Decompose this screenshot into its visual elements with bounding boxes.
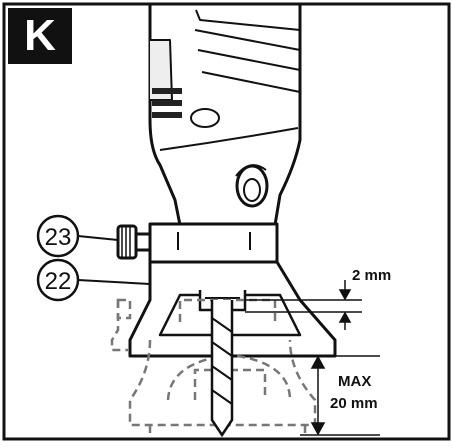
callout-22: 22 [36,258,151,302]
panel-letter: K [24,11,56,60]
callout-23: 23 [36,214,119,258]
dimension-small-label: 2 mm [352,267,391,284]
dimension-max-value: 20 mm [330,395,378,412]
drill-bit [210,300,234,438]
dimension-max-20mm [300,355,380,436]
dimension-2mm [245,280,362,330]
vent-slots [152,88,182,118]
callout-23-number: 23 [45,224,72,251]
dimension-max-label: MAX [338,373,371,390]
tool-body [148,2,302,227]
callout-22-number: 22 [45,268,72,295]
panel-letter-badge: K [8,8,72,64]
knob-23 [116,224,152,260]
